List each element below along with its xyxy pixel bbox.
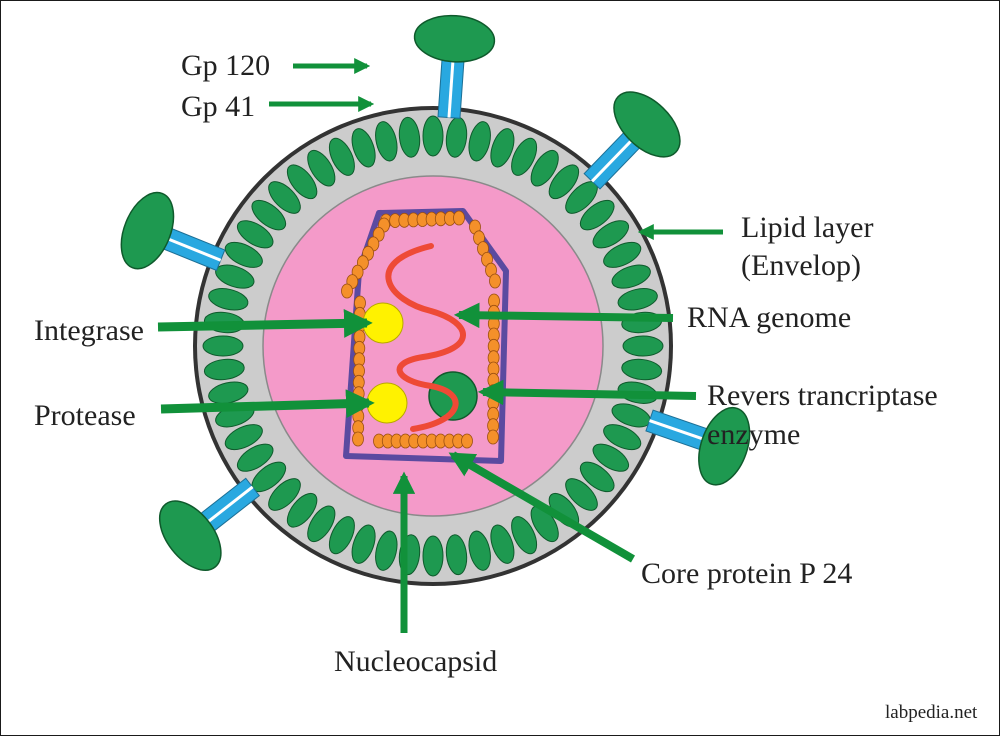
envelope-protein-lobe — [286, 164, 318, 200]
gp120-cap — [698, 406, 751, 486]
envelope-protein-lobe — [236, 443, 274, 472]
envelope-protein-lobe — [422, 535, 444, 577]
label-lipid-layer: Lipid layer — [741, 211, 873, 244]
envelope-protein-lobe — [251, 199, 287, 231]
p24-bead — [461, 433, 473, 449]
envelope-protein-lobe — [307, 505, 336, 543]
envelope-protein-lobe — [621, 358, 663, 381]
envelope-protein-lobe — [511, 137, 538, 176]
protease-arrow — [160, 389, 375, 419]
envelope-protein-lobe — [375, 530, 398, 571]
glycoprotein-spike — [120, 191, 226, 272]
envelope-protein-lobe — [224, 424, 263, 451]
glycoprotein-spike — [645, 406, 751, 486]
rna-genome-strand — [385, 243, 466, 432]
envelope-protein-lobe — [603, 424, 642, 451]
gp120-cap — [158, 500, 222, 571]
label-core-protein: Core protein P 24 — [641, 557, 852, 590]
label-rna-genome: RNA genome — [687, 301, 851, 334]
envelope-protein-lobe — [511, 516, 538, 555]
envelope-protein-lobe — [617, 288, 658, 311]
envelope-protein-lobe — [202, 335, 244, 357]
label-integrase: Integrase — [34, 314, 144, 347]
envelope-protein-lobe — [622, 335, 664, 357]
envelope-protein-lobe — [351, 524, 376, 564]
label-reverse-transcriptase: Revers trancriptase — [707, 379, 938, 412]
p24-bead — [489, 273, 501, 289]
integrase-arrow — [157, 309, 373, 338]
label-protease: Protease — [34, 399, 136, 432]
envelope-protein-lobe — [398, 116, 421, 158]
label-envelop: (Envelop) — [741, 249, 861, 282]
envelope-protein-lobe — [203, 358, 245, 381]
p24-bead — [352, 431, 364, 447]
envelope-protein-lobe — [530, 149, 559, 187]
envelope-protein-lobe — [236, 220, 274, 249]
envelope-protein-lobe — [579, 199, 615, 231]
envelope-protein-lobe — [611, 264, 651, 289]
envelope-protein-lobe — [268, 181, 301, 214]
glycoprotein-spikes — [120, 14, 751, 571]
envelope-protein-lobe — [592, 443, 630, 472]
label-gp41: Gp 41 — [181, 90, 255, 123]
envelope-protein-lobe — [286, 492, 318, 528]
envelope-protein-lobe — [307, 149, 336, 187]
envelope-protein-lobe — [592, 220, 630, 249]
envelope-protein-ring — [202, 115, 664, 577]
site-credit: labpedia.net — [885, 702, 978, 723]
glycoprotein-spike — [583, 91, 681, 190]
envelope-protein-lobe — [530, 505, 559, 543]
envelope-protein-lobe — [328, 137, 355, 176]
envelope-protein-lobe — [548, 164, 580, 200]
p24-bead — [453, 210, 465, 226]
p24-bead — [487, 429, 499, 445]
p24-bead — [341, 283, 353, 299]
envelope-protein-lobe — [565, 478, 598, 511]
envelope-protein-lobe — [268, 478, 301, 511]
envelope-protein-lobe — [208, 381, 249, 404]
gp41-stalk-divider — [590, 138, 634, 183]
envelope-protein-lobe — [375, 121, 398, 162]
label-nucleocapsid: Nucleocapsid — [334, 645, 497, 678]
envelope-protein-lobe — [351, 128, 376, 168]
gp120-cap — [413, 14, 496, 63]
protease-enzyme — [366, 382, 408, 424]
gp41-stalk-divider — [447, 59, 455, 118]
label-gp120: Gp 120 — [181, 49, 270, 82]
envelope-protein-lobe — [468, 530, 491, 571]
envelope-protein-lobe — [208, 288, 249, 311]
envelope-protein-lobe — [603, 241, 642, 268]
envelope-protein-lobe — [579, 461, 615, 493]
envelope-protein-lobe — [224, 241, 263, 268]
gp41-stalk-divider — [166, 237, 222, 262]
envelope-protein-lobe — [490, 524, 515, 564]
envelope-protein-lobe — [422, 115, 444, 157]
gp120-cap — [613, 91, 681, 158]
envelope-protein-lobe — [328, 516, 355, 555]
gp41-stalk-divider — [205, 485, 254, 524]
reverse-transcriptase-arrow — [477, 379, 697, 406]
label-enzyme: enzyme — [707, 418, 800, 451]
matrix-layer — [262, 175, 604, 517]
label-arrows — [157, 57, 723, 633]
core-protein-arrow — [448, 451, 636, 563]
gp41-stalk-divider — [649, 419, 705, 441]
glycoprotein-spike — [413, 14, 496, 119]
gp120-cap — [120, 191, 175, 270]
integrase-enzyme — [362, 302, 404, 344]
glycoprotein-spike — [158, 477, 261, 571]
envelope-protein-lobe — [445, 534, 468, 576]
envelope-protein-lobe — [490, 128, 515, 168]
rna-genome-arrow — [453, 302, 674, 329]
envelope-protein-lobe — [468, 121, 491, 162]
